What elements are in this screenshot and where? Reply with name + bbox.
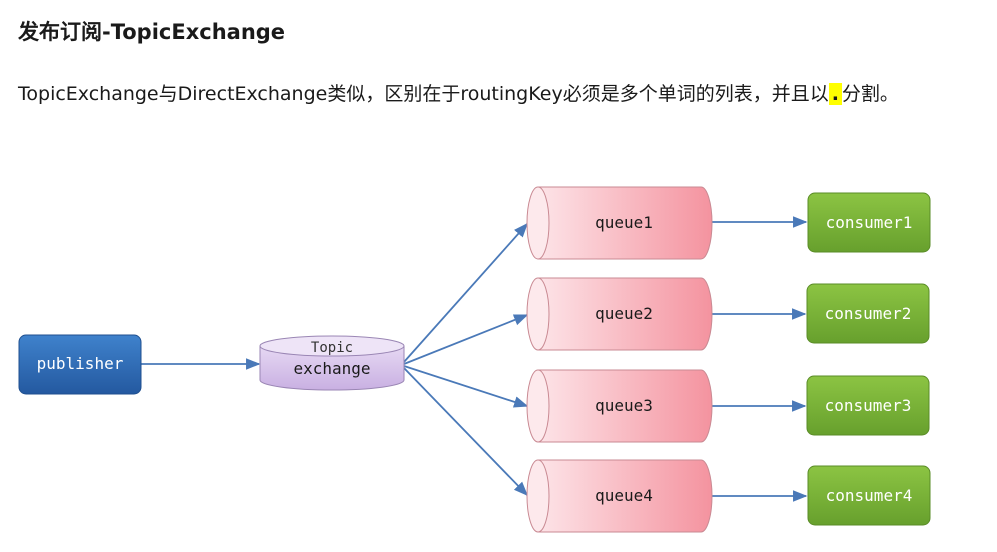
- queue-label-4: queue4: [595, 486, 653, 505]
- arrow-exchange-queue1: [403, 222, 528, 363]
- description-text: TopicExchange与DirectExchange类似，区别在于routi…: [18, 83, 829, 105]
- arrow-exchange-queue2: [403, 314, 529, 365]
- arrow-exchange-queue4: [403, 367, 529, 497]
- exchange-type-label: Topic: [311, 340, 353, 356]
- queue-node-4: queue4: [526, 459, 713, 533]
- consumer-label-1: consumer1: [826, 213, 913, 232]
- queue-node-2: queue2: [526, 277, 713, 351]
- consumer-label-3: consumer3: [825, 396, 912, 415]
- arrows: [141, 216, 808, 502]
- description-suffix: 分割。: [841, 83, 899, 105]
- consumer-node-2: consumer2: [806, 283, 930, 344]
- description: TopicExchange与DirectExchange类似，区别在于routi…: [18, 79, 899, 106]
- consumer-label-4: consumer4: [826, 486, 913, 505]
- consumer-node-4: consumer4: [807, 465, 931, 526]
- publisher-node: publisher: [18, 334, 142, 395]
- queue-label-3: queue3: [595, 396, 653, 415]
- queue-label-1: queue1: [595, 213, 653, 232]
- consumer-label-2: consumer2: [825, 304, 912, 323]
- highlighted-dot: .: [828, 83, 842, 105]
- exchange-label: exchange: [293, 359, 370, 378]
- publisher-label: publisher: [37, 354, 124, 373]
- consumer-node-1: consumer1: [807, 192, 931, 253]
- arrow-exchange-queue3: [403, 365, 529, 408]
- queue-label-2: queue2: [595, 304, 653, 323]
- exchange-node: Topic exchange: [259, 335, 405, 391]
- consumer-node-3: consumer3: [806, 375, 930, 436]
- queue-node-3: queue3: [526, 369, 713, 443]
- queue-node-1: queue1: [526, 186, 713, 260]
- page-title: 发布订阅-TopicExchange: [18, 20, 286, 44]
